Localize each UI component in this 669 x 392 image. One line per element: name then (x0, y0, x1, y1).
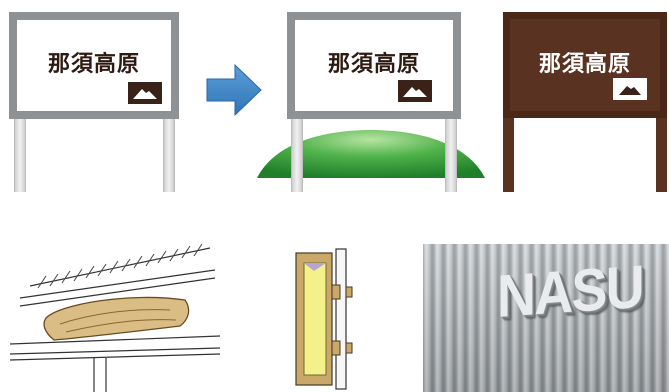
sign3-board: 那須高原 (503, 12, 667, 118)
sign1-right-post (163, 117, 175, 192)
metal-wall-shading (423, 244, 669, 392)
sign1-left-post (14, 117, 26, 192)
sign2-board: 那須高原 (287, 12, 461, 119)
mountain-icon (128, 82, 162, 104)
sign3-text: 那須高原 (538, 52, 631, 77)
sign2-text: 那須高原 (327, 52, 420, 77)
metal-wall-panel (423, 244, 669, 392)
mountain-icon (613, 78, 647, 100)
green-mound (255, 128, 487, 180)
wall-panel-illustration (290, 247, 356, 392)
roof-insulation-illustration (9, 240, 221, 392)
sign1-board: 那須高原 (9, 12, 179, 119)
nasu-3d-letters: NASU (497, 252, 643, 330)
mountain-icon (398, 80, 432, 102)
sign2-left-post (291, 117, 303, 192)
arrow-right-icon (205, 63, 263, 117)
sign1-text: 那須高原 (47, 52, 140, 77)
sign2-right-post (445, 117, 457, 192)
